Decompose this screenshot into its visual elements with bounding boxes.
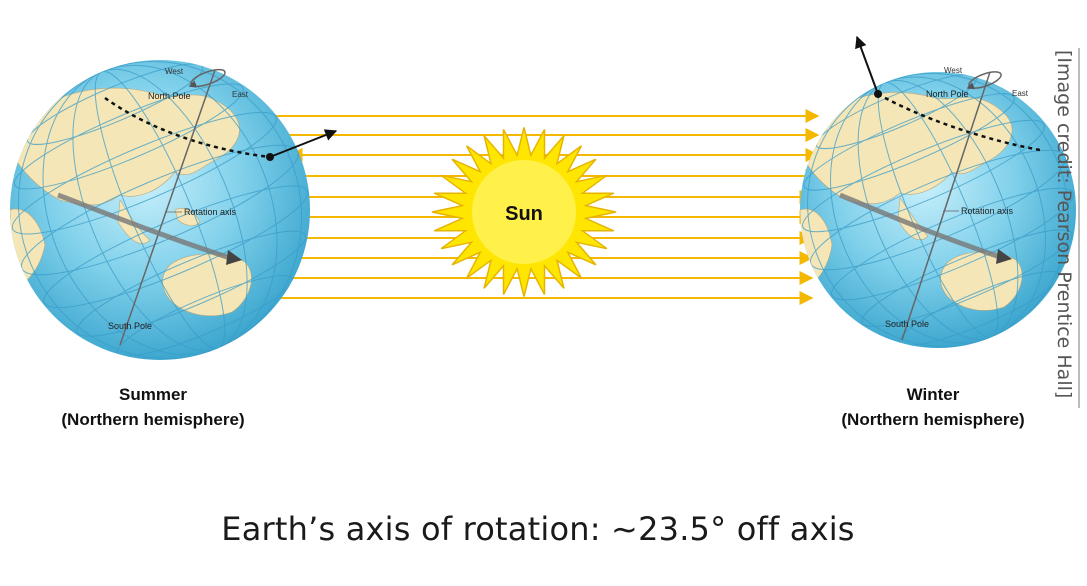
summer-south-pole-label: South Pole [108,321,152,331]
summer-east-label: East [232,90,249,99]
credit-text-canvas: [Image credit: Pearson Prentice Hall] [1053,50,1075,398]
credit-divider [1078,48,1080,408]
winter-season-label: Winter (Northern hemisphere) [802,382,1064,432]
sun-label: Sun [505,203,543,225]
winter-rotation-axis-label: Rotation axis [961,206,1014,216]
winter-globe: West East North Pole Rotation axis South… [800,35,1076,348]
winter-hemisphere: (Northern hemisphere) [841,410,1025,429]
summer-globe-surface [10,60,309,360]
winter-south-pole-label: South Pole [885,319,929,329]
image-credit: [Image credit: Pearson Prentice Hall] [1050,48,1080,408]
summer-globe: West East North Pole Rotation axis South… [10,60,338,360]
winter-east-label: East [1012,89,1029,98]
winter-west-label: West [944,66,963,75]
caption: Earth’s axis of rotation: ~23.5° off axi… [221,510,855,548]
summer-hemisphere: (Northern hemisphere) [61,410,245,429]
winter-globe-surface [800,72,1074,348]
summer-season-label: Summer (Northern hemisphere) [22,382,284,432]
summer-west-label: West [165,67,184,76]
winter-north-pole-label: North Pole [926,89,969,99]
sun: Sun [431,127,617,297]
summer-north-pole-label: North Pole [148,91,191,101]
credit-text: [Image credit: Pearson Prentice Hall] [1053,50,1075,398]
summer-rotation-axis-label: Rotation axis [184,207,237,217]
summer-title: Summer [118,385,188,404]
winter-title: Winter [906,385,960,404]
